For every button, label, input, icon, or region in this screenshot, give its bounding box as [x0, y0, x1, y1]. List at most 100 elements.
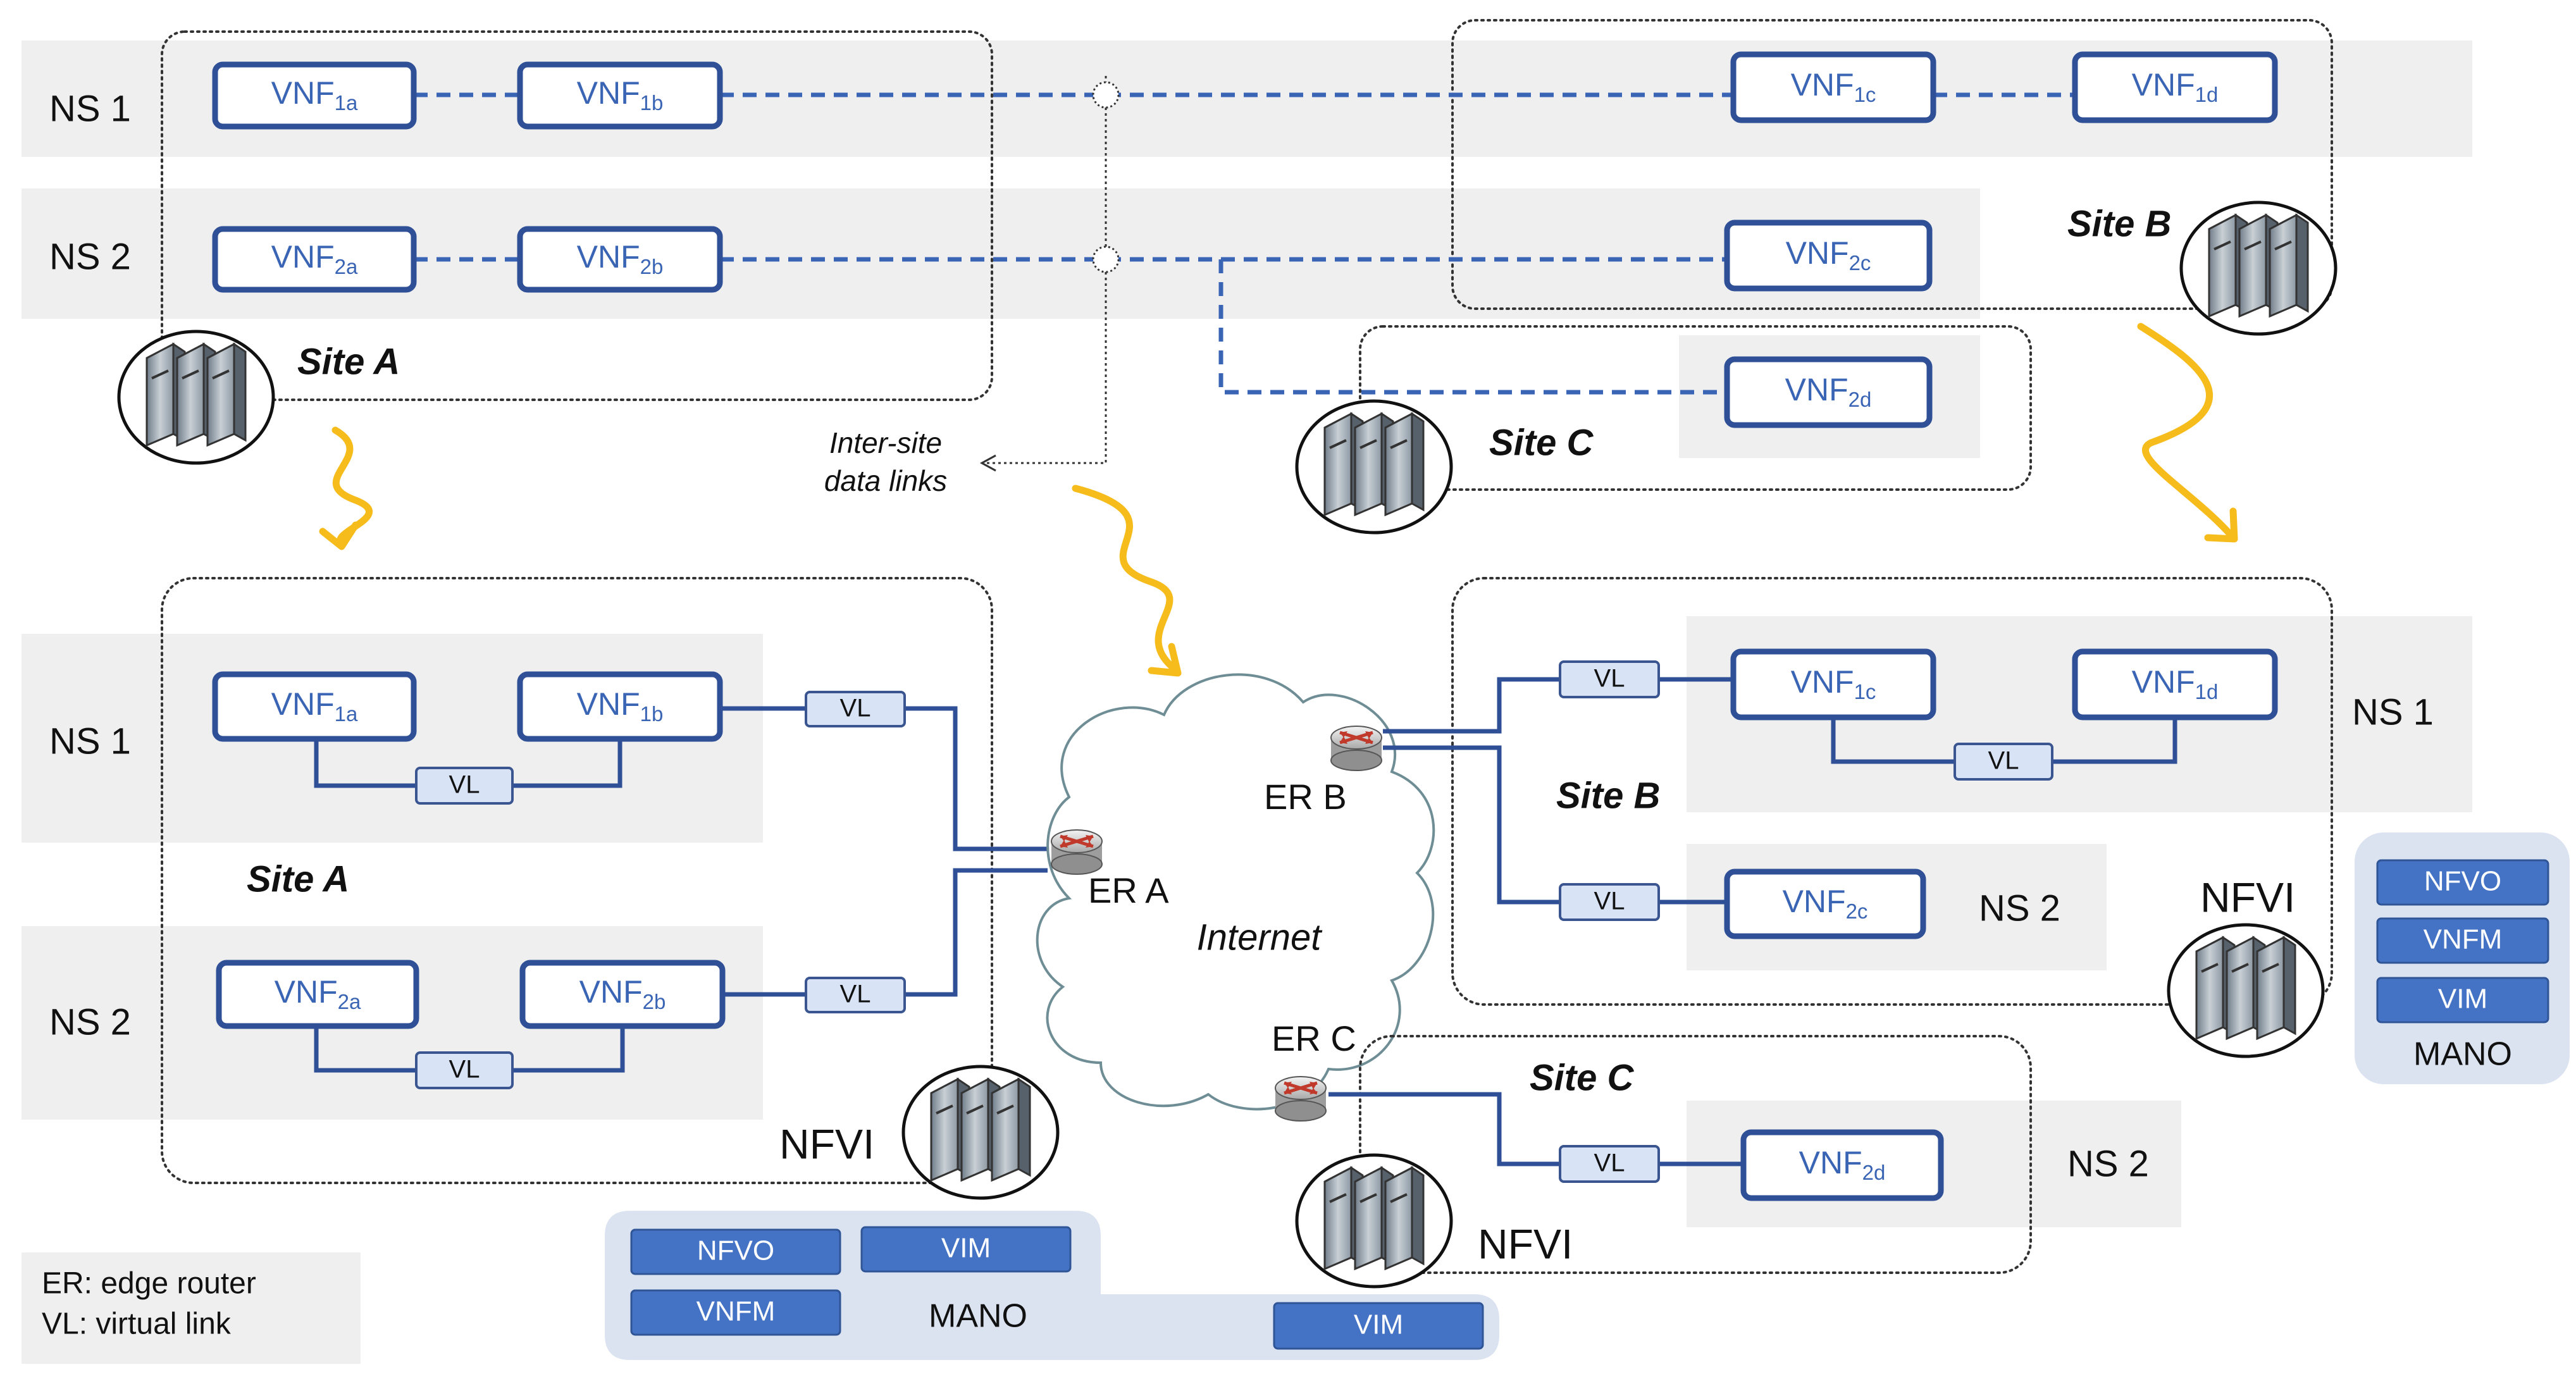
site-b-nfvi-server-icon — [2169, 925, 2323, 1056]
mano-bottom-vim-button-1[interactable]: VIM — [860, 1226, 1072, 1273]
vl-site-b-ns2-uplink: VL — [1559, 883, 1660, 921]
svg-text:VL: VL — [449, 771, 480, 799]
svg-text:VNF2b: VNF2b — [579, 974, 666, 1013]
internet-cloud — [1036, 673, 1435, 1111]
bottom-vnf-1a: VNF1a — [212, 671, 417, 742]
vl-site-a-ns1-internal: VL — [415, 767, 514, 805]
site-c-downlink — [1328, 1092, 1560, 1166]
vl-site-c-ns2-uplink: VL — [1559, 1145, 1660, 1183]
bottom-site-b-ns1-label: NS 1 — [2352, 691, 2434, 733]
site-b-nfvi-label: NFVI — [2200, 874, 2295, 920]
mano-right-nfvo-button[interactable]: NFVO — [2376, 859, 2549, 906]
router-er-c-icon — [1275, 1077, 1326, 1121]
svg-text:VNF1c: VNF1c — [1791, 664, 1876, 703]
site-a-ns2-uplink — [905, 868, 1048, 997]
internet-label: Internet — [1197, 917, 1323, 958]
bottom-site-a-ns2-label: NS 2 — [49, 1001, 131, 1042]
inter-site-pointer-head — [979, 454, 996, 472]
svg-text:VL: VL — [1594, 1149, 1625, 1177]
site-b-ns2-downlink — [1383, 745, 1560, 905]
site-a-nfvi-server-icon — [903, 1067, 1058, 1198]
svg-text:VIM: VIM — [2438, 984, 2487, 1015]
inter-site-label-line2: data links — [824, 464, 947, 497]
svg-text:VNF1d: VNF1d — [2132, 67, 2219, 106]
svg-text:VNF2c: VNF2c — [1783, 884, 1868, 923]
svg-text:VL: VL — [840, 980, 871, 1008]
site-c-nfvi-label: NFVI — [1478, 1220, 1573, 1267]
site-c-top-label: Site C — [1489, 422, 1594, 463]
svg-text:VL: VL — [1594, 665, 1625, 693]
site-c-nfvi-server-icon — [1297, 1155, 1451, 1287]
site-a-top-label: Site A — [297, 341, 400, 382]
svg-text:VL: VL — [840, 695, 871, 722]
site-a-top-boundary — [161, 30, 993, 401]
top-vnf-1d: VNF1d — [2072, 51, 2278, 123]
bottom-vnf-2c: VNF2c — [1724, 869, 1926, 939]
inter-site-marker-ns2 — [1092, 245, 1120, 273]
svg-text:VNF1b: VNF1b — [577, 686, 664, 726]
svg-text:VNF1a: VNF1a — [271, 686, 358, 726]
mano-bottom-vim-button-2[interactable]: VIM — [1273, 1302, 1484, 1350]
inter-site-label-line1: Inter-site — [829, 426, 942, 459]
bottom-vnf-2a: VNF2a — [216, 960, 419, 1029]
bottom-site-c-ns2-label: NS 2 — [2067, 1143, 2149, 1184]
mano-right-vnfm-button[interactable]: VNFM — [2376, 917, 2549, 964]
vl-site-a-ns1-uplink: VL — [805, 691, 906, 727]
top-vnf-1a: VNF1a — [212, 61, 417, 130]
top-vnf-2c: VNF2c — [1724, 220, 1933, 292]
bottom-vnf-1c: VNF1c — [1730, 648, 1936, 720]
top-ns2-label: NS 2 — [49, 236, 131, 277]
site-b-bottom-boundary — [1451, 577, 2333, 1006]
site-b-bottom-label: Site B — [1556, 775, 1660, 816]
svg-text:VNF1b: VNF1b — [577, 75, 664, 114]
inter-site-marker-ns1 — [1092, 81, 1120, 109]
bottom-vnf-1d: VNF1d — [2072, 648, 2278, 720]
mano-panel-right: NFVO VNFM VIM MANO — [2355, 832, 2570, 1084]
bottom-vnf-1b: VNF1b — [517, 671, 723, 742]
bottom-site-b-ns2-label: NS 2 — [1979, 887, 2060, 929]
svg-text:VNF1a: VNF1a — [271, 75, 358, 114]
router-er-c-label: ER C — [1272, 1018, 1356, 1058]
site-a-nfvi-label: NFVI — [779, 1120, 874, 1167]
svg-text:VL: VL — [1988, 747, 2019, 775]
svg-text:VNF2c: VNF2c — [1786, 235, 1871, 275]
top-vnf-2d: VNF2d — [1724, 356, 1933, 428]
site-c-bottom-label: Site C — [1530, 1057, 1634, 1098]
mano-right-vim-button[interactable]: VIM — [2376, 977, 2549, 1023]
top-vnf-2a: VNF2a — [212, 226, 417, 293]
router-er-a-icon — [1051, 830, 1102, 874]
site-b-top-boundary — [1451, 19, 2333, 310]
inter-site-pointer — [984, 272, 1107, 464]
bottom-vnf-2d: VNF2d — [1740, 1129, 1944, 1201]
vl-site-a-ns2-internal: VL — [415, 1051, 514, 1089]
svg-text:VNF2a: VNF2a — [275, 974, 361, 1013]
bottom-site-a-ns1-label: NS 1 — [49, 720, 131, 762]
mano-bottom-nfvo-button[interactable]: NFVO — [630, 1228, 841, 1275]
top-vnf-1c: VNF1c — [1730, 51, 1936, 123]
legend-er: ER: edge router — [42, 1267, 256, 1301]
router-er-a-label: ER A — [1088, 870, 1169, 910]
svg-text:VL: VL — [449, 1056, 480, 1084]
top-ns1-label: NS 1 — [49, 88, 131, 129]
mano-bottom-vnfm-button[interactable]: VNFM — [630, 1289, 841, 1336]
arrow-inter-site-down-icon — [1072, 485, 1182, 677]
site-a-ns1-uplink — [905, 706, 1048, 851]
legend: ER: edge router VL: virtual link — [22, 1252, 361, 1364]
svg-text:VL: VL — [1594, 887, 1625, 915]
vl-site-a-ns2-uplink: VL — [805, 977, 906, 1013]
vl-site-b-ns1-uplink: VL — [1559, 660, 1660, 698]
top-vnf-2b: VNF2b — [517, 226, 723, 293]
site-b-top-server-icon — [2181, 202, 2336, 334]
svg-text:VIM: VIM — [1354, 1309, 1403, 1340]
site-b-ns1-vl-left — [1831, 717, 1955, 764]
svg-text:VNF1c: VNF1c — [1791, 67, 1876, 106]
svg-text:VNF1d: VNF1d — [2132, 664, 2219, 703]
arrow-site-b-down-icon — [2137, 323, 2238, 543]
router-er-b-icon — [1331, 726, 1382, 770]
arrow-site-a-down-icon — [319, 426, 373, 550]
top-ns1-band — [22, 40, 2472, 157]
svg-text:VNF2b: VNF2b — [577, 239, 664, 278]
mano-right-title: MANO — [2413, 1036, 2512, 1073]
mano-bottom-title: MANO — [929, 1298, 1027, 1335]
